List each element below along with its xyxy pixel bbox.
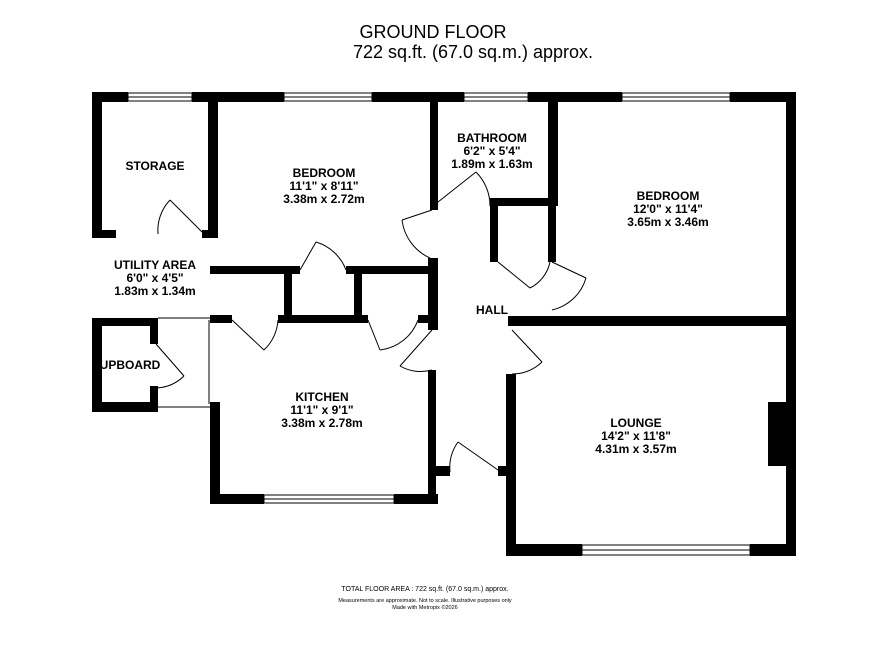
disclaimer: Measurements are approximate. Not to sca… xyxy=(338,598,512,604)
room-labels: STORAGE BEDROOM 11'1" x 8'11" 3.38m x 2.… xyxy=(100,131,709,456)
bedroom2-imperial: 12'0" x 11'4" xyxy=(633,202,703,216)
bedroom2-metric: 3.65m x 3.46m xyxy=(627,215,708,229)
bedroom1-name: BEDROOM xyxy=(293,166,356,180)
bathroom-name: BATHROOM xyxy=(457,131,527,145)
bedroom1-imperial: 11'1" x 8'11" xyxy=(289,179,358,193)
bathroom-imperial: 6'2" x 5'4" xyxy=(463,144,520,158)
hall-name: HALL xyxy=(476,303,508,317)
lounge-imperial: 14'2" x 11'8" xyxy=(601,429,671,443)
total-floor-area: TOTAL FLOOR AREA : 722 sq.ft. (67.0 sq.m… xyxy=(341,586,509,593)
kitchen-metric: 3.38m x 2.78m xyxy=(281,416,362,430)
plan-title: GROUND FLOOR xyxy=(359,22,507,42)
kitchen-name: KITCHEN xyxy=(295,390,348,404)
bedroom1-metric: 3.38m x 2.72m xyxy=(283,192,364,206)
bedroom2-name: BEDROOM xyxy=(637,189,700,203)
walls xyxy=(92,92,796,556)
windows xyxy=(127,92,751,556)
utility-name: UTILITY AREA xyxy=(114,258,196,272)
storage-name: STORAGE xyxy=(125,159,184,173)
lounge-name: LOUNGE xyxy=(610,416,661,430)
kitchen-imperial: 11'1" x 9'1" xyxy=(290,403,353,417)
thin-walls xyxy=(158,317,210,408)
credit: Made with Metropix ©2026 xyxy=(392,605,458,611)
utility-metric: 1.83m x 1.34m xyxy=(114,284,195,298)
bathroom-metric: 1.89m x 1.63m xyxy=(451,157,532,171)
cupboard-name: UPBOARD xyxy=(100,358,161,372)
doors xyxy=(155,171,587,473)
utility-imperial: 6'0" x 4'5" xyxy=(126,271,183,285)
plan-subtitle: 722 sq.ft. (67.0 sq.m.) approx. xyxy=(352,42,594,62)
lounge-metric: 4.31m x 3.57m xyxy=(595,442,676,456)
